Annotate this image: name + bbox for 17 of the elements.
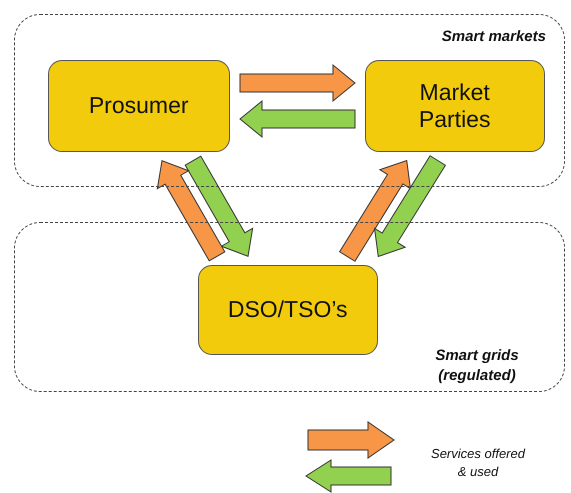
process-box xyxy=(364,60,545,152)
block-arrow xyxy=(374,155,446,258)
region-title: Smart markets xyxy=(442,27,546,46)
block-arrow xyxy=(156,160,226,262)
dashed-region xyxy=(14,14,565,187)
box-label: Market Parties xyxy=(418,79,492,132)
block-arrow xyxy=(184,156,254,258)
dashed-region xyxy=(14,222,565,392)
legend-label: Services offered & used xyxy=(430,445,526,480)
box-label: DSO/TSO’s xyxy=(228,296,348,323)
process-box xyxy=(198,264,378,355)
region-title: Smart grids (regulated) xyxy=(434,346,520,385)
block-arrow xyxy=(239,100,356,138)
box-label: Prosumer xyxy=(88,92,189,119)
block-arrow xyxy=(240,64,356,102)
process-box xyxy=(48,60,230,152)
block-arrow xyxy=(338,160,412,262)
